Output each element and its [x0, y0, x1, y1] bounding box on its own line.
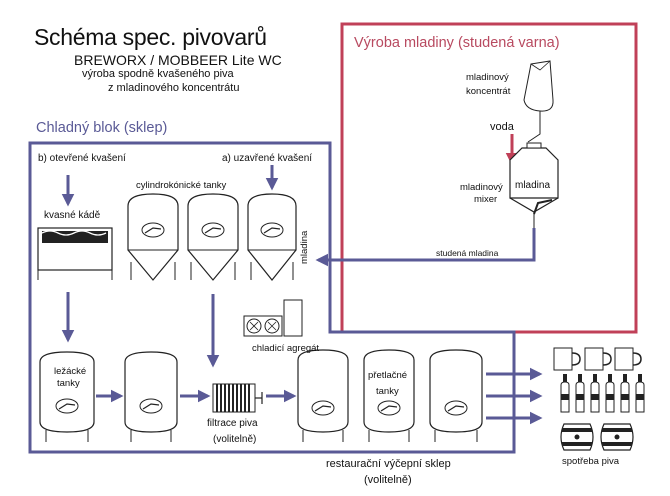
wort-vertical-label: mladina [299, 230, 310, 264]
cold-block-title: Chladný blok (sklep) [36, 120, 168, 136]
bottle-icon [560, 374, 570, 413]
filtration-optional-label: (volitelně) [213, 434, 257, 445]
bottle-icon [575, 374, 585, 413]
pressure-tanks-label-1: přetlačné [368, 370, 408, 381]
cold-zone-border [28, 141, 516, 454]
mug-icon [614, 347, 642, 371]
keg-icon [600, 423, 634, 451]
lager-tanks-label-1: ležácké [54, 366, 87, 377]
bottle-icon [620, 374, 630, 413]
closed-fermentation-label: a) uzavřené kvašení [222, 153, 313, 164]
hot-zone-title: Výroba mladiny (studená varna) [354, 35, 560, 51]
filter-icon [212, 383, 263, 413]
pressure-tanks-label-2: tanky [376, 386, 399, 397]
fermentation-vat-icon [37, 227, 113, 280]
mug-icon [584, 347, 612, 371]
chiller-icon [243, 299, 303, 337]
tank-icon [363, 349, 415, 442]
tank-icon [127, 193, 179, 281]
tank-icon [124, 351, 178, 442]
page-title: Schéma spec. pivovarů [34, 24, 267, 50]
lager-tanks-label-2: tanky [57, 378, 80, 389]
wort-label: mladina [515, 180, 551, 191]
tank-icon [297, 349, 349, 442]
vats-label: kvasné kádě [44, 210, 101, 221]
concentrate-label-1: mladinový [466, 72, 509, 83]
ck-tanks-label: cylindrokónické tanky [136, 180, 227, 191]
filtration-label: filtrace piva [207, 418, 258, 429]
bottle-icon [605, 374, 615, 413]
cold-wort-label: studená mladina [436, 248, 499, 258]
bottle-icon [590, 374, 600, 413]
description-line-2: z mladinového koncentrátu [108, 82, 240, 94]
page-subtitle: BREWORX / MOBBEER Lite WC [74, 52, 282, 68]
chiller-label: chladicí agregát [252, 343, 320, 354]
concentrate-label-2: koncentrát [466, 86, 511, 97]
consumption-label: spotřeba piva [562, 456, 620, 467]
taproom-label-1: restaurační výčepní sklep [326, 458, 451, 470]
hot-zone-border [340, 22, 638, 334]
tank-icon [39, 351, 95, 442]
description-line-1: výroba spodně kvašeného piva [82, 68, 234, 80]
water-label: voda [490, 121, 514, 133]
taproom-label-2: (volitelně) [364, 474, 412, 486]
mixer-label-2: mixer [474, 194, 498, 205]
mug-icon [553, 347, 581, 371]
tank-icon [187, 193, 239, 281]
bottle-icon [635, 374, 645, 413]
mixer-icon [509, 142, 559, 228]
keg-icon [560, 423, 594, 451]
tank-icon [247, 193, 297, 281]
sack-icon [523, 60, 554, 112]
tank-icon [429, 349, 483, 442]
mixer-label-1: mladinový [460, 182, 503, 193]
open-fermentation-label: b) otevřené kvašení [38, 153, 126, 164]
